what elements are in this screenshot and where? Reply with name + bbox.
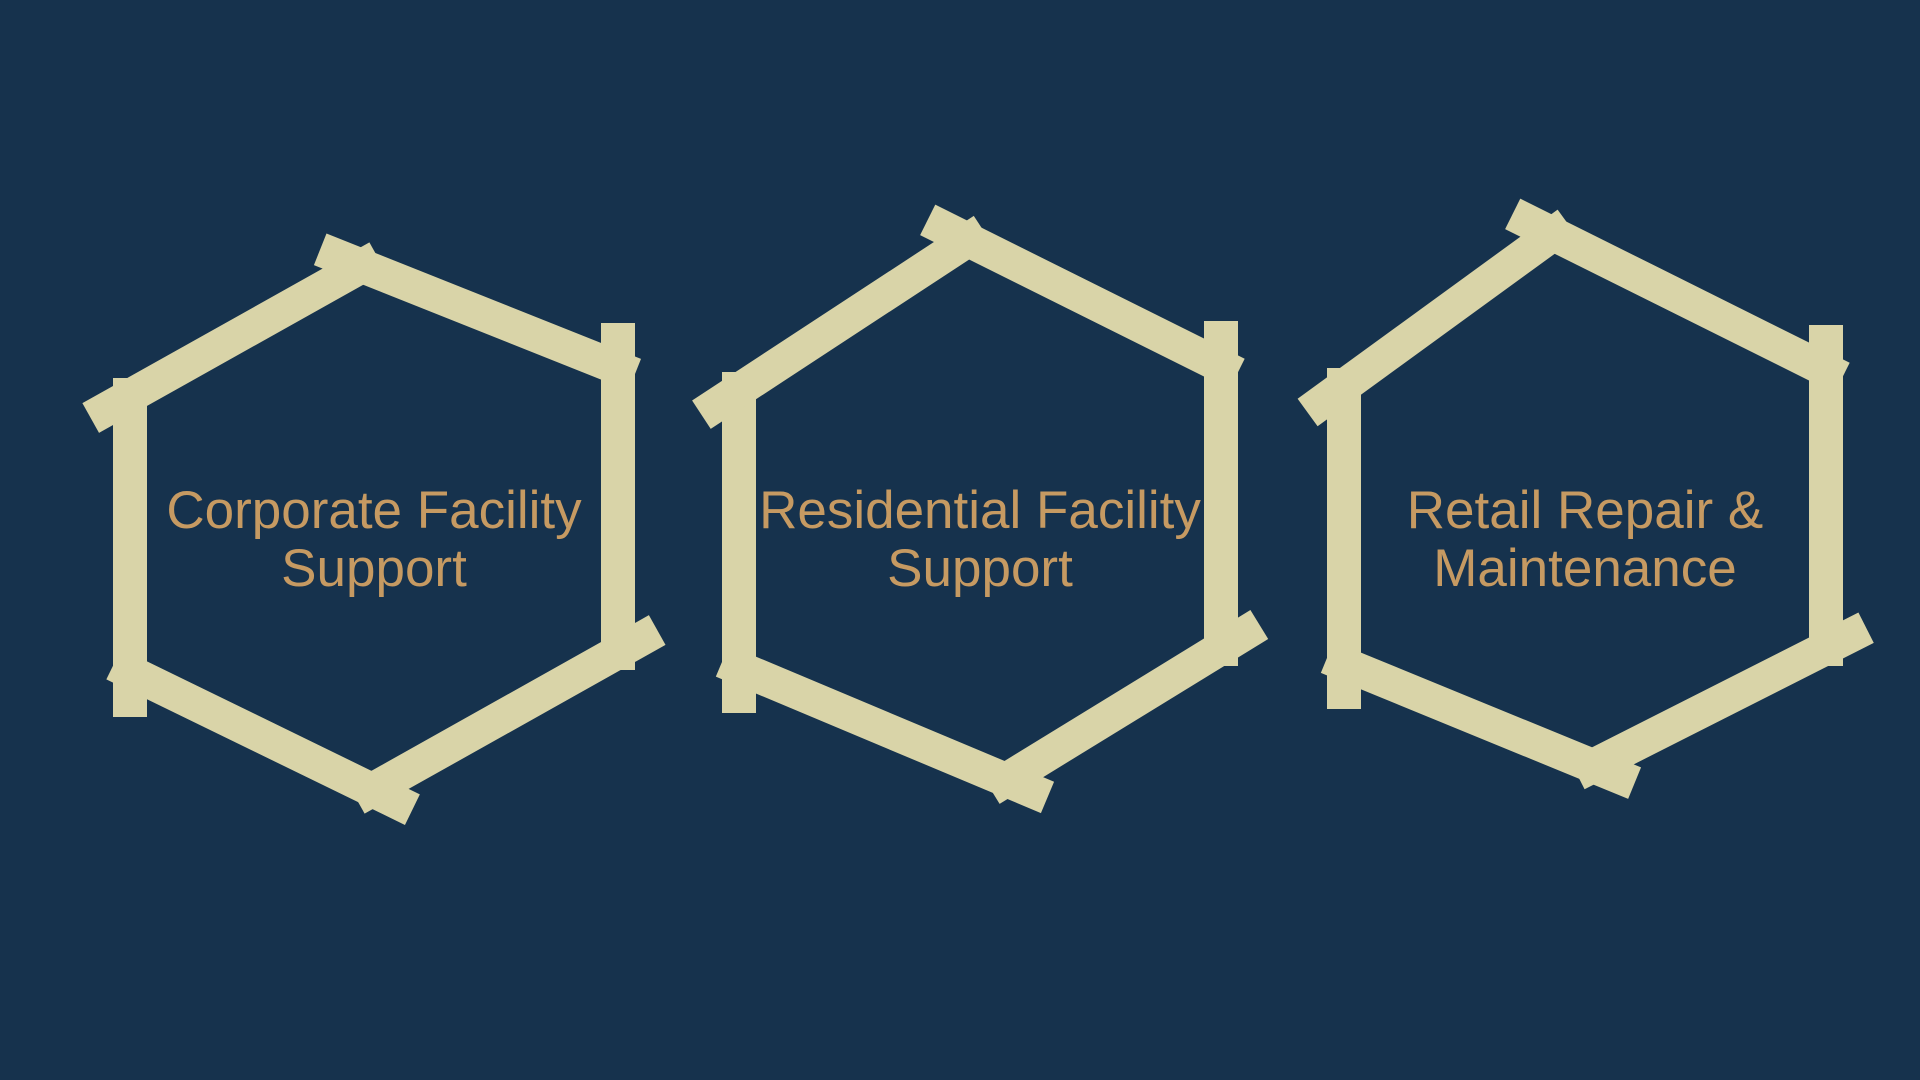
- hexagon-label-line: Residential Facility: [759, 481, 1201, 540]
- hexagon-label-line: Support: [281, 539, 467, 598]
- hexagon-label-retail-repair-maintenance: Retail Repair & Maintenance: [1275, 482, 1895, 598]
- hexagon-edge: [347, 615, 666, 814]
- hexagon-label-line: Corporate Facility: [166, 481, 582, 540]
- hexagon-edge: [82, 242, 387, 433]
- hexagon-label-corporate-facility-support: Corporate Facility Support: [64, 482, 684, 598]
- hexagon-outline-retail-repair-maintenance: [1297, 198, 1874, 799]
- hexagon-edge: [715, 645, 1055, 814]
- hexagon-label-residential-facility-support: Residential Facility Support: [670, 482, 1290, 598]
- hexagon-edge: [981, 610, 1269, 804]
- hexagon-edge: [1569, 612, 1874, 790]
- hexagon-edge: [106, 648, 420, 825]
- hexagon-edge: [1320, 641, 1642, 799]
- hexagon-outline-residential-facility-support: [692, 204, 1269, 814]
- hexagon-outline-corporate-facility-support: [82, 233, 666, 825]
- hexagon-edge: [692, 215, 993, 429]
- hexagon-edge: [1297, 209, 1578, 427]
- hexagon-label-line: Support: [887, 539, 1073, 598]
- hexagon-label-line: Retail Repair &: [1406, 481, 1764, 540]
- hexagon-label-line: Maintenance: [1433, 539, 1737, 598]
